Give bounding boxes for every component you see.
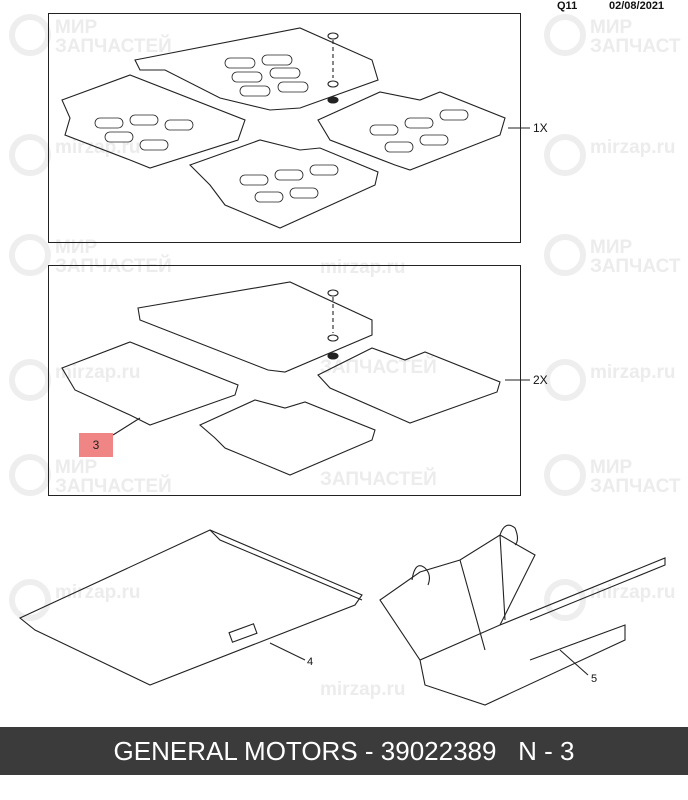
watermark-url: mirzap.ru — [544, 359, 676, 401]
watermark-url: mirzap.ru — [544, 134, 676, 176]
retainer-clip[interactable] — [327, 32, 339, 104]
part-info-footer: GENERAL MOTORS - 39022389 N - 3 — [0, 727, 688, 775]
cargo-liner[interactable] — [379, 524, 666, 706]
quantity-label-panel-1: 1X — [533, 121, 548, 135]
diagram-code: Q11 — [557, 0, 578, 12]
parts-drawing — [18, 27, 666, 706]
watermark-url: mirzap.ru — [320, 679, 406, 700]
retainer-clip[interactable] — [327, 289, 339, 360]
callout-item-5[interactable]: 5 — [591, 673, 598, 685]
callout-item-4[interactable]: 4 — [307, 656, 314, 668]
watermark-url: mirzap.ru — [544, 579, 676, 621]
quantity-label-panel-2: 2X — [533, 373, 548, 387]
carpet-mat-front-right[interactable] — [137, 281, 373, 373]
watermark-url: mirzap.ru — [320, 257, 406, 278]
rubber-mat-front-right[interactable] — [134, 27, 379, 111]
carpet-mat-rear-right[interactable] — [317, 347, 501, 424]
watermark-logo: ЗАПЧАСТЕЙ — [320, 469, 437, 490]
rubber-mat-front-left[interactable] — [61, 74, 246, 169]
carpet-mat-rear-left[interactable] — [198, 399, 376, 476]
watermark-logo: ЗАПЧАСТЕЙ — [320, 357, 437, 378]
callout-item-3-highlighted[interactable]: 3 — [79, 433, 113, 457]
watermark-url: mirzap.ru — [9, 579, 141, 621]
rubber-mat-rear-right[interactable] — [317, 91, 506, 171]
rubber-mat-rear-left[interactable] — [188, 139, 379, 229]
cargo-floor-panel[interactable] — [18, 529, 363, 686]
diagram-date: 02/08/2021 — [609, 0, 665, 12]
carpet-mat-front-left[interactable] — [61, 341, 239, 426]
